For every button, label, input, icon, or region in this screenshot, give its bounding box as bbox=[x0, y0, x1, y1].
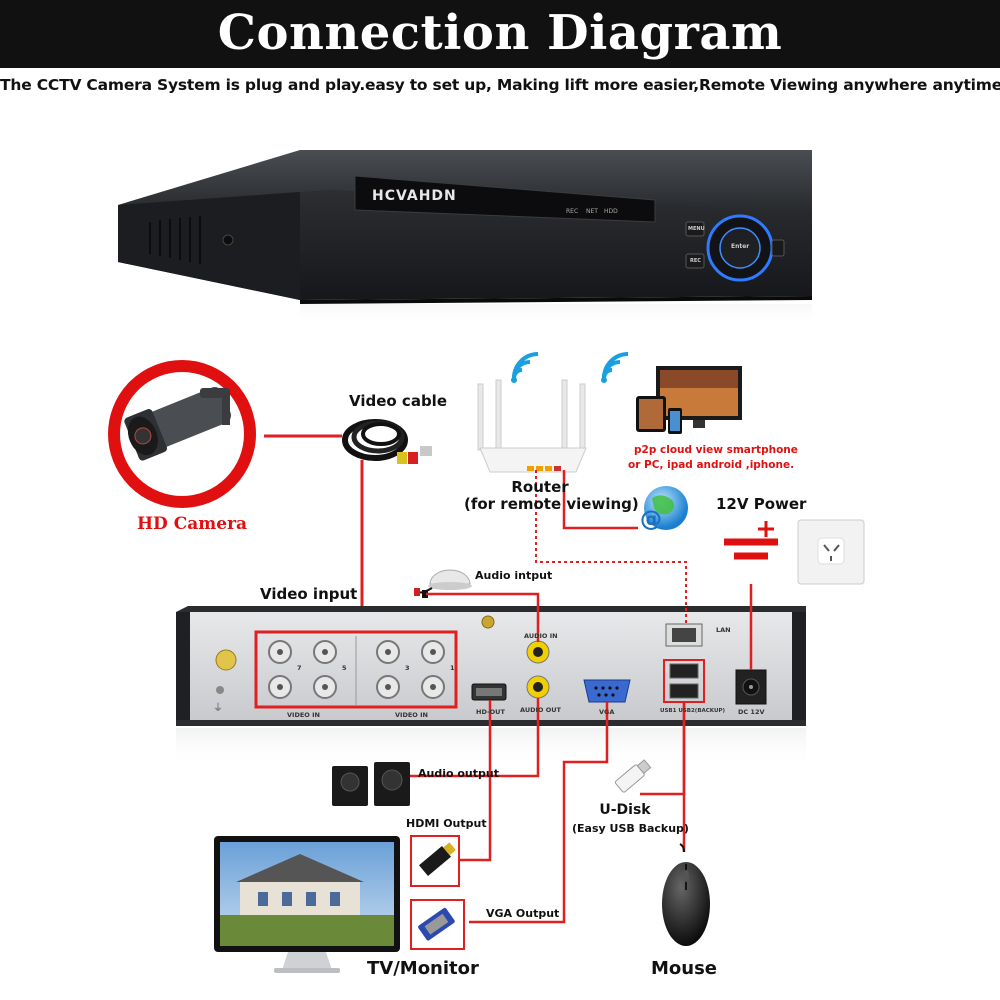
lan-port-label: LAN bbox=[716, 626, 731, 634]
channel-3-label: 3 bbox=[405, 664, 410, 672]
microphone bbox=[414, 569, 472, 598]
page-title: Connection Diagram bbox=[217, 5, 783, 61]
p2p-line2-label: or PC, ipad android ,iphone. bbox=[628, 459, 795, 471]
hd-out-port-label: HD-OUT bbox=[476, 708, 505, 716]
mouse bbox=[662, 843, 710, 946]
tv-monitor bbox=[214, 836, 400, 973]
mouse-label: Mouse bbox=[651, 958, 718, 979]
video-cable-label: Video cable bbox=[349, 392, 447, 410]
rec-button: REC bbox=[690, 258, 701, 264]
power-supply bbox=[724, 519, 865, 585]
p2p-line1-label: p2p cloud view smartphone bbox=[634, 444, 798, 456]
udisk-label: U-Disk bbox=[599, 802, 651, 818]
tv-monitor-label: TV/Monitor bbox=[367, 958, 479, 979]
vga-port-label: VGA bbox=[599, 708, 615, 716]
dvr-back-panel: ⏚ bbox=[176, 606, 806, 726]
channel-7-label: 7 bbox=[297, 664, 302, 672]
video-cable bbox=[342, 419, 432, 464]
p2p-devices bbox=[636, 366, 742, 434]
video-in-left-label: VIDEO IN bbox=[287, 711, 320, 719]
router bbox=[477, 352, 629, 473]
led-net: NET bbox=[586, 208, 598, 215]
video-in-right-label: VIDEO IN bbox=[395, 711, 428, 719]
menu-button: MENU bbox=[688, 226, 705, 232]
page-subtitle: The CCTV Camera System is plug and play.… bbox=[0, 76, 1000, 94]
usb-flash-drive bbox=[614, 759, 652, 793]
svg-text:@: @ bbox=[640, 507, 662, 532]
led-rec: REC bbox=[566, 208, 579, 215]
lan-dashed-wire bbox=[535, 470, 687, 624]
led-hdd: HDD bbox=[604, 208, 618, 215]
udisk-note-label: (Easy USB Backup) bbox=[572, 822, 689, 835]
dvr-front-view bbox=[118, 150, 812, 304]
audio-in-port-label: AUDIO IN bbox=[524, 632, 558, 640]
hdmi-cable bbox=[410, 835, 460, 887]
audio-input-label: Audio intput bbox=[475, 569, 553, 582]
vga-output-label: VGA Output bbox=[486, 907, 560, 920]
hdmi-output-label: HDMI Output bbox=[406, 817, 487, 830]
channel-5-label: 5 bbox=[342, 664, 347, 672]
title-bar: Connection Diagram bbox=[0, 0, 1000, 68]
enter-button: Enter bbox=[731, 243, 750, 250]
channel-1-label: 1 bbox=[450, 664, 455, 672]
audio-out-port-label: AUDIO OUT bbox=[520, 706, 561, 714]
router-label: Router bbox=[511, 478, 569, 496]
hd-camera bbox=[108, 360, 256, 508]
audio-output-label: Audio output bbox=[418, 767, 499, 780]
hd-camera-label: HD Camera bbox=[137, 514, 248, 534]
video-input-label: Video input bbox=[260, 585, 358, 603]
router-note-label: (for remote viewing) bbox=[464, 495, 639, 513]
power-label: 12V Power bbox=[716, 495, 807, 513]
svg-text:⏚: ⏚ bbox=[213, 702, 223, 714]
internet-globe-icon: @ bbox=[640, 486, 688, 532]
dvr-brand-logo: HCVAHDN bbox=[372, 188, 457, 204]
usb-port-label: USB1 USB2(BACKUP) bbox=[660, 708, 725, 714]
dc-port-label: DC 12V bbox=[738, 708, 765, 716]
speakers bbox=[332, 762, 410, 806]
vga-cable bbox=[410, 899, 465, 950]
